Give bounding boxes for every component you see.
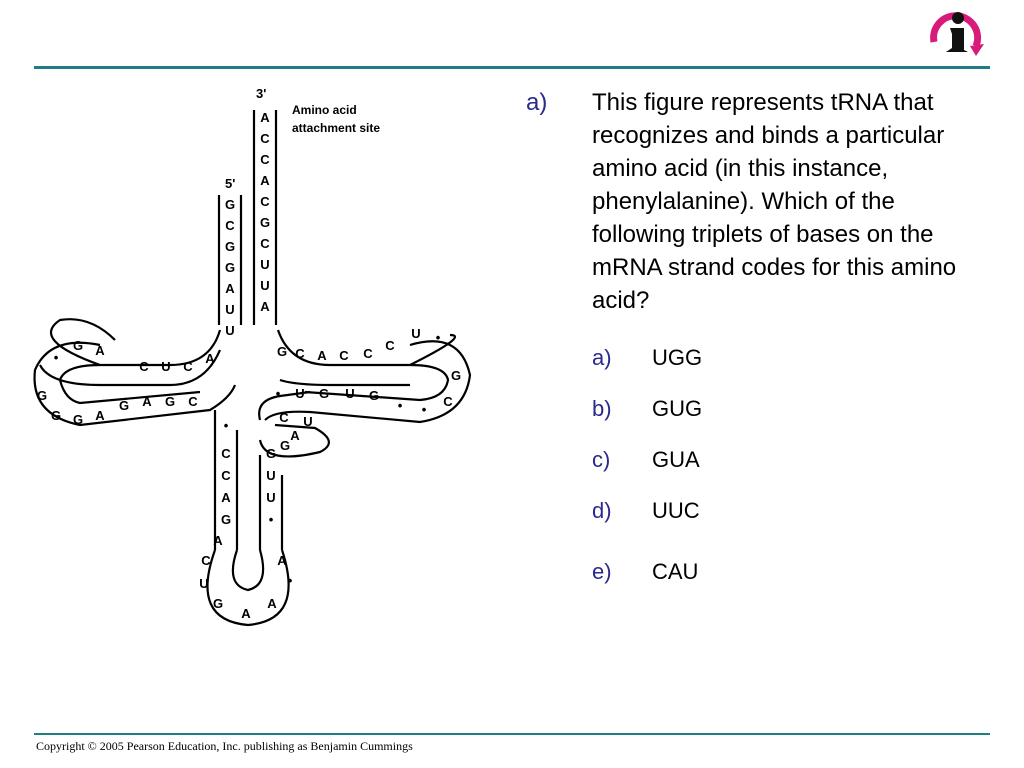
svg-text:G: G <box>165 394 175 409</box>
svg-text:A: A <box>260 299 270 314</box>
svg-text:C: C <box>339 348 349 363</box>
svg-text:G: G <box>119 398 129 413</box>
svg-text:C: C <box>201 553 211 568</box>
choice-marker: a) <box>592 343 652 394</box>
svg-text:C: C <box>260 194 270 209</box>
choice-text: CAU <box>652 557 698 608</box>
top-rule <box>34 66 990 69</box>
choice-text: GUA <box>652 445 700 496</box>
svg-text:A: A <box>221 490 231 505</box>
svg-text:G: G <box>73 338 83 353</box>
svg-text:G: G <box>221 512 231 527</box>
choice-marker: b) <box>592 394 652 445</box>
svg-text:G: G <box>213 596 223 611</box>
svg-text:•: • <box>224 418 229 433</box>
choice-marker: c) <box>592 445 652 496</box>
label-5prime: 5' <box>225 176 235 191</box>
svg-text:C: C <box>260 236 270 251</box>
svg-text:A: A <box>267 596 277 611</box>
svg-text:G: G <box>451 368 461 383</box>
svg-text:C: C <box>385 338 395 353</box>
info-logo-icon <box>922 6 988 62</box>
svg-text:A: A <box>95 343 105 358</box>
svg-text:U: U <box>345 386 354 401</box>
svg-text:C: C <box>260 131 270 146</box>
svg-text:•: • <box>436 330 441 345</box>
svg-text:G: G <box>280 438 290 453</box>
svg-text:•: • <box>288 573 293 588</box>
choice-e: e) CAU <box>592 557 892 608</box>
copyright-footer: Copyright © 2005 Pearson Education, Inc.… <box>36 739 413 754</box>
svg-text:U: U <box>161 359 170 374</box>
svg-text:U: U <box>411 326 420 341</box>
choice-text: UUC <box>652 496 700 547</box>
svg-text:G: G <box>37 388 47 403</box>
svg-text:G: G <box>260 215 270 230</box>
svg-text:U: U <box>303 414 312 429</box>
question-block: a) This figure represents tRNA that reco… <box>526 86 976 317</box>
svg-text:•: • <box>269 512 274 527</box>
svg-text:U: U <box>260 257 269 272</box>
svg-text:A: A <box>213 533 223 548</box>
svg-text:C: C <box>363 346 373 361</box>
svg-text:•: • <box>422 402 427 417</box>
svg-text:G: G <box>369 388 379 403</box>
svg-text:C: C <box>221 446 231 461</box>
svg-text:G: G <box>225 239 235 254</box>
svg-text:C: C <box>183 359 193 374</box>
svg-text:A: A <box>225 281 235 296</box>
svg-text:G: G <box>225 260 235 275</box>
svg-text:G: G <box>277 344 287 359</box>
svg-text:G: G <box>51 408 61 423</box>
trna-figure: A C C A C G C U U A G C G G A U U A C U … <box>20 80 490 640</box>
choice-c: c) GUA <box>592 445 892 496</box>
bottom-rule <box>34 733 990 735</box>
choice-text: GUG <box>652 394 702 445</box>
svg-text:C: C <box>225 218 235 233</box>
choice-text: UGG <box>652 343 702 394</box>
svg-text:A: A <box>260 110 270 125</box>
choice-d: d) UUC <box>592 496 892 547</box>
svg-text:C: C <box>295 346 305 361</box>
svg-text:A: A <box>260 173 270 188</box>
svg-text:C: C <box>188 394 198 409</box>
svg-text:U: U <box>225 323 234 338</box>
svg-text:U: U <box>225 302 234 317</box>
svg-text:C: C <box>443 394 453 409</box>
svg-text:U: U <box>266 490 275 505</box>
label-3prime: 3' <box>256 86 266 101</box>
svg-text:A: A <box>95 408 105 423</box>
svg-text:G: G <box>266 446 276 461</box>
svg-text:A: A <box>142 394 152 409</box>
svg-text:U: U <box>260 278 269 293</box>
question-text: This figure represents tRNA that recogni… <box>592 86 976 317</box>
svg-text:C: C <box>139 359 149 374</box>
svg-text:U: U <box>295 386 304 401</box>
svg-text:•: • <box>276 386 281 401</box>
choice-marker: e) <box>592 557 652 608</box>
svg-text:G: G <box>319 386 329 401</box>
choice-a: a) UGG <box>592 343 892 394</box>
svg-text:A: A <box>317 348 327 363</box>
svg-text:A: A <box>241 606 251 621</box>
svg-text:U: U <box>199 576 208 591</box>
choice-marker: d) <box>592 496 652 547</box>
attachment-label-line1: Amino acid <box>292 103 357 117</box>
svg-text:C: C <box>260 152 270 167</box>
svg-text:A: A <box>290 428 300 443</box>
answer-choices: a) UGG b) GUG c) GUA d) UUC e) CAU <box>592 343 892 608</box>
svg-text:A: A <box>205 351 215 366</box>
attachment-label-line2: attachment site <box>292 121 380 135</box>
svg-text:C: C <box>279 410 289 425</box>
svg-text:G: G <box>73 412 83 427</box>
svg-text:•: • <box>398 398 403 413</box>
question-marker: a) <box>526 86 592 317</box>
svg-text:U: U <box>266 468 275 483</box>
svg-text:C: C <box>221 468 231 483</box>
svg-text:G: G <box>225 197 235 212</box>
svg-text:A: A <box>277 553 287 568</box>
choice-b: b) GUG <box>592 394 892 445</box>
svg-text:•: • <box>54 350 59 365</box>
